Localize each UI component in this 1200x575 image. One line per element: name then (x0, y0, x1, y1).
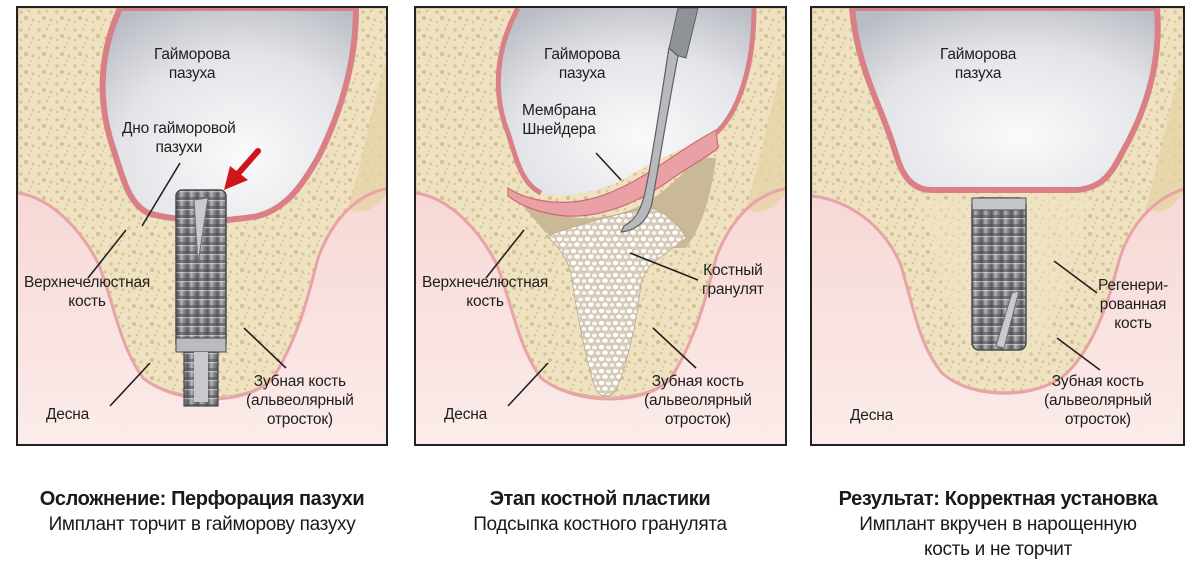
red-arrow-down-left-icon (224, 148, 261, 190)
implant-correct (971, 197, 1027, 351)
label-gum: Десна (46, 406, 90, 423)
complication-illustration (18, 8, 386, 444)
caption-title: Этап костной пластики (489, 488, 711, 510)
caption-subtitle: Подсыпка костного гранулята (473, 514, 727, 535)
caption-bone-grafting: Этап костной пластики Подсыпка костного … (400, 486, 800, 537)
caption-subtitle-line-1: Имплант вкручен в нарощенную (859, 514, 1137, 535)
result-illustration (812, 8, 1183, 444)
label-gum: Десна (444, 406, 488, 423)
caption-subtitle-line-2: кость и не торчит (923, 539, 1073, 560)
label-gum: Десна (850, 407, 894, 424)
caption-result: Результат: Корректная установка Имплант … (796, 486, 1200, 562)
bone-grafting-illustration (416, 8, 785, 444)
implant-perforating (175, 189, 227, 407)
caption-complication: Осложнение: Перфорация пазухи Имплант то… (0, 486, 404, 537)
caption-title: Результат: Корректная установка (838, 488, 1158, 510)
caption-title: Осложнение: Перфорация пазухи (39, 488, 365, 510)
caption-subtitle: Имплант торчит в гайморову пазуху (48, 514, 356, 535)
leader-lines (87, 162, 287, 407)
elevator-instrument (619, 8, 699, 233)
leader-lines (1053, 260, 1101, 371)
leader-lines (485, 152, 699, 407)
